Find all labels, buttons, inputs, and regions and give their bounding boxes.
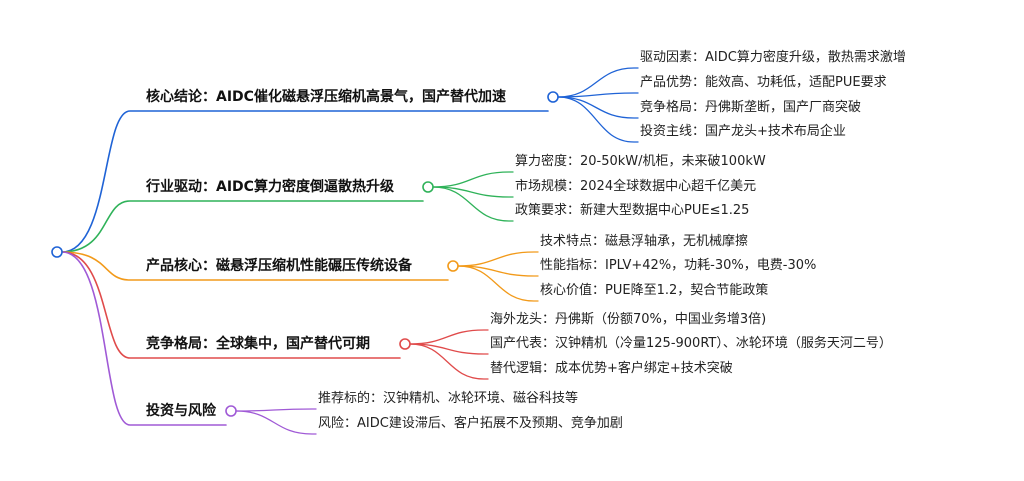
branch-label-competition[interactable]: 竞争格局：全球集中，国产替代可期 — [146, 336, 370, 352]
leaf-connector-core-conclusion-3 — [557, 96, 639, 119]
leaf-connector-core-conclusion-1 — [557, 67, 639, 98]
branch-connector-investment-risk — [61, 251, 227, 426]
leaf-performance-metrics[interactable]: 性能指标：IPLV+42%，功耗-30%，电费-30% — [540, 258, 817, 273]
leaf-connector-competition-1 — [409, 329, 489, 345]
leaf-connector-industry-drivers-2 — [432, 186, 514, 198]
leaf-connector-product-core-1 — [457, 251, 539, 267]
branch-node-investment-risk[interactable] — [225, 405, 237, 417]
leaf-connector-investment-risk-2 — [235, 410, 317, 435]
root-node[interactable] — [51, 246, 63, 258]
leaf-core-value[interactable]: 核心价值：PUE降至1.2，契合节能政策 — [540, 283, 769, 298]
leaf-domestic-representatives[interactable]: 国产代表：汉钟精机（冷量125-900RT）、冰轮环境（服务天河二号） — [490, 336, 892, 351]
branch-label-product-core[interactable]: 产品核心：磁悬浮压缩机性能碾压传统设备 — [146, 258, 412, 274]
leaf-connector-core-conclusion-4 — [557, 96, 639, 143]
leaf-connector-investment-risk-1 — [235, 408, 317, 412]
leaf-overseas-leader[interactable]: 海外龙头：丹佛斯（份额70%，中国业务增3倍) — [490, 312, 767, 327]
leaf-competition-landscape[interactable]: 竞争格局：丹佛斯垄断，国产厂商突破 — [640, 100, 862, 115]
branch-node-competition[interactable] — [399, 338, 411, 350]
branch-connector-industry-drivers — [61, 200, 424, 253]
branch-node-core-conclusion[interactable] — [547, 91, 559, 103]
leaf-drivers[interactable]: 驱动因素：AIDC算力密度升级，散热需求激增 — [640, 50, 906, 65]
leaf-connector-competition-2 — [409, 343, 489, 355]
branch-node-product-core[interactable] — [447, 260, 459, 272]
branch-label-industry-drivers[interactable]: 行业驱动：AIDC算力密度倒逼散热升级 — [146, 179, 394, 195]
leaf-connector-competition-3 — [409, 343, 489, 380]
leaf-connector-core-conclusion-2 — [557, 92, 639, 98]
branch-label-investment-risk[interactable]: 投资与风险 — [146, 403, 216, 419]
leaf-recommended-targets[interactable]: 推荐标的：汉钟精机、冰轮环境、磁谷科技等 — [318, 391, 579, 406]
leaf-tech-features[interactable]: 技术特点：磁悬浮轴承，无机械摩擦 — [540, 234, 749, 249]
leaf-connector-industry-drivers-1 — [432, 171, 514, 188]
leaf-compute-density[interactable]: 算力密度：20-50kW/机柜，未来破100kW — [515, 154, 766, 169]
branch-connector-competition — [61, 251, 401, 359]
branch-node-industry-drivers[interactable] — [422, 181, 434, 193]
leaf-investment-mainline[interactable]: 投资主线：国产龙头+技术布局企业 — [640, 124, 846, 139]
leaf-connector-product-core-3 — [457, 265, 539, 302]
branch-connector-product-core — [61, 251, 449, 281]
leaf-substitution-logic[interactable]: 替代逻辑：成本优势+客户绑定+技术突破 — [490, 361, 733, 376]
leaf-connector-product-core-2 — [457, 265, 539, 277]
leaf-market-size[interactable]: 市场规模：2024全球数据中心超千亿美元 — [515, 179, 757, 194]
branch-label-core-conclusion[interactable]: 核心结论：AIDC催化磁悬浮压缩机高景气，国产替代加速 — [146, 89, 506, 105]
leaf-product-advantages[interactable]: 产品优势：能效高、功耗低，适配PUE要求 — [640, 75, 887, 90]
leaf-connector-industry-drivers-3 — [432, 186, 514, 222]
leaf-risks[interactable]: 风险：AIDC建设滞后、客户拓展不及预期、竞争加剧 — [318, 416, 623, 431]
branch-connector-core-conclusion — [61, 110, 549, 253]
leaf-policy-requirement[interactable]: 政策要求：新建大型数据中心PUE≤1.25 — [515, 203, 750, 218]
